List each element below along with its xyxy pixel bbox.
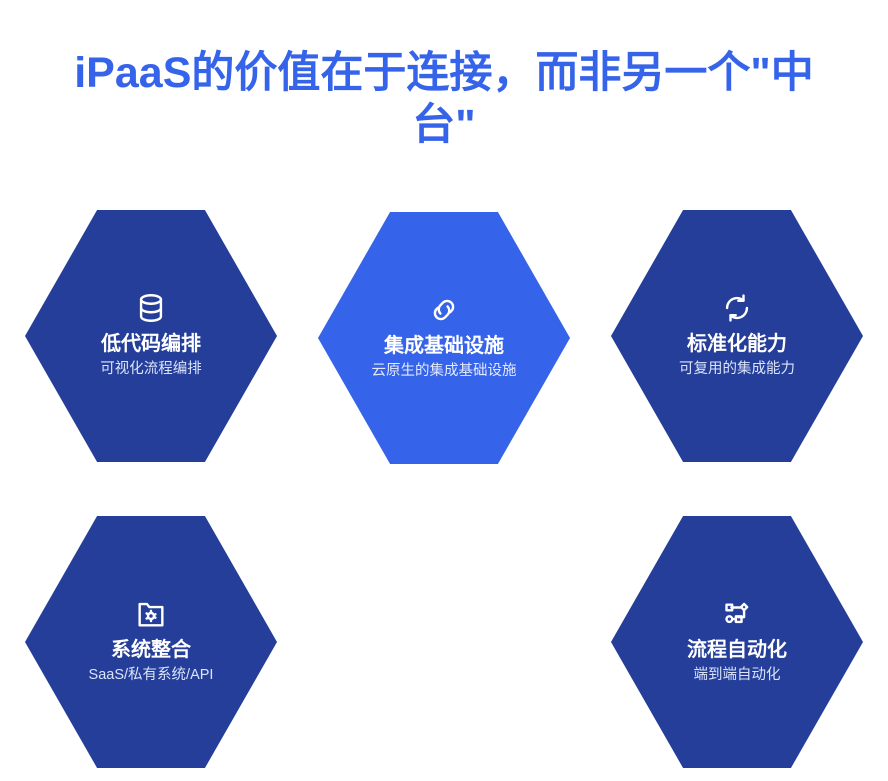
hex-card-process-automation[interactable]: 流程自动化 端到端自动化	[611, 516, 863, 768]
hex-card-title: 集成基础设施	[384, 335, 504, 358]
node-graph-icon	[720, 597, 754, 631]
hex-card-standardization-capability[interactable]: 标准化能力 可复用的集成能力	[611, 210, 863, 462]
hex-card-subtitle: 可视化流程编排	[100, 361, 202, 378]
hex-card-title: 系统整合	[111, 639, 191, 662]
hex-card-subtitle: 云原生的集成基础设施	[371, 363, 517, 380]
page-title: iPaaS的价值在于连接，而非另一个"中台"	[74, 48, 814, 150]
folder-gear-icon	[134, 597, 168, 631]
hex-card-subtitle: SaaS/私有系统/API	[88, 667, 214, 684]
hex-card-integration-infrastructure[interactable]: 集成基础设施 云原生的集成基础设施	[318, 212, 570, 464]
refresh-icon	[720, 291, 754, 325]
hex-card-low-code-orchestration[interactable]: 低代码编排 可视化流程编排	[25, 210, 277, 462]
hex-card-subtitle: 端到端自动化	[693, 667, 781, 684]
hex-card-title: 低代码编排	[101, 333, 201, 356]
hex-card-system-integration[interactable]: 系统整合 SaaS/私有系统/API	[25, 516, 277, 768]
hex-card-title: 流程自动化	[687, 639, 787, 662]
hex-card-subtitle: 可复用的集成能力	[679, 361, 795, 378]
database-icon	[134, 291, 168, 325]
link-icon	[427, 293, 461, 327]
hex-card-title: 标准化能力	[687, 333, 787, 356]
